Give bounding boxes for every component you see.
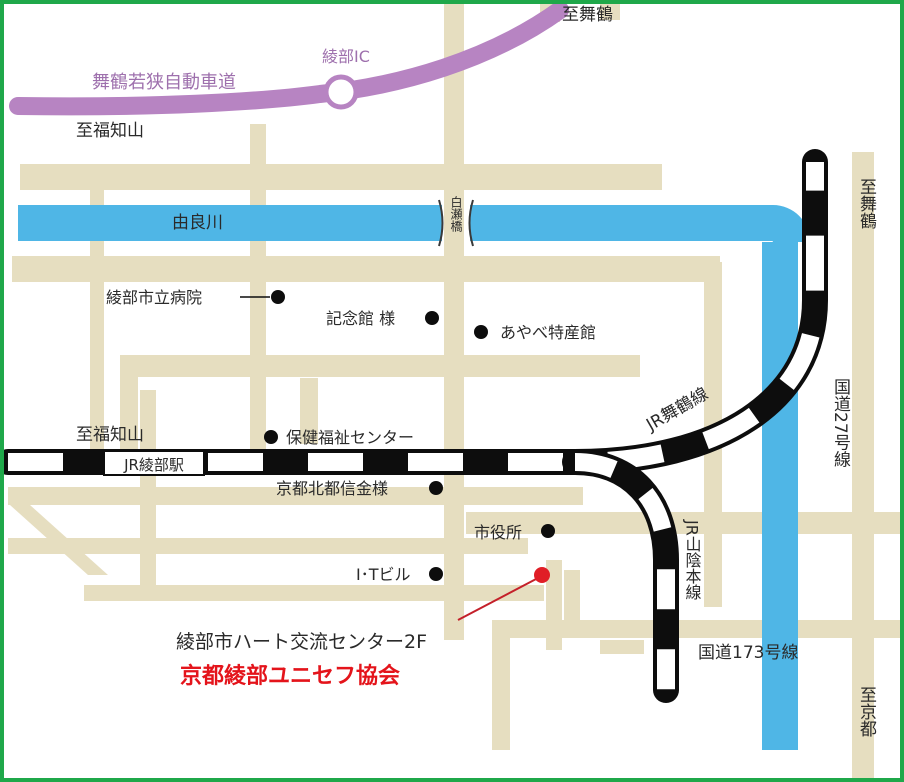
jr-sanin-line-label: JR山陰本線 [683, 519, 702, 600]
expressway-maizuru-wakasa [9, 1, 569, 116]
svg-text:国道27号線: 国道27号線 [830, 378, 851, 468]
expressway-label: 舞鶴若狭自動車道 [92, 72, 236, 93]
svg-text:至舞鶴: 至舞鶴 [856, 178, 877, 229]
road [20, 164, 662, 190]
road [444, 0, 464, 640]
ayabe-ic-label: 綾部IC [322, 47, 370, 66]
landmark-hoken-center: 保健福祉センター [264, 428, 414, 447]
svg-text:市役所: 市役所 [474, 523, 522, 542]
to-fukuchiyama-top-label: 至福知山 [76, 121, 144, 141]
svg-text:白瀬橋: 白瀬橋 [449, 195, 463, 233]
to-maizuru-top-label: 至舞鶴 [562, 5, 613, 25]
to-maizuru-right-label: 至舞鶴 [856, 178, 877, 229]
landmark-city-hall: 市役所 [474, 523, 555, 542]
road [300, 378, 318, 444]
bridge-label: 白瀬橋 [449, 195, 463, 233]
svg-text:至京都: 至京都 [856, 686, 877, 737]
destination-building-label: 綾部市ハート交流センター2F [176, 631, 427, 653]
road [600, 0, 620, 20]
road [12, 256, 720, 282]
landmark-hospital: 綾部市立病院 [106, 288, 285, 307]
svg-text:あやべ特産館: あやべ特産館 [500, 323, 596, 342]
svg-text:JR山陰本線: JR山陰本線 [683, 519, 702, 600]
route173-label-bg [692, 638, 824, 664]
svg-text:I･Tビル: I･Tビル [356, 565, 411, 584]
station-box [103, 450, 205, 476]
svg-text:綾部市立病院: 綾部市立病院 [106, 288, 202, 307]
landmark-bank: 京都北都信金様 [276, 479, 443, 498]
river-label: 由良川 [172, 213, 223, 233]
road [492, 620, 510, 750]
road [250, 124, 266, 454]
ayabe-ic-interchange [323, 74, 359, 110]
road [600, 640, 644, 654]
svg-text:記念館 様: 記念館 様 [326, 309, 395, 328]
to-fukuchiyama-mid-label: 至福知山 [76, 425, 144, 445]
route27-label: 国道27号線 [830, 378, 851, 468]
road [8, 538, 528, 554]
road [564, 570, 580, 630]
station-label: JR綾部駅 [123, 456, 184, 474]
destination-organization-label: 京都綾部ユニセフ協会 [180, 663, 400, 689]
route173-label: 国道173号線 [698, 643, 798, 663]
white-clearing [470, 282, 696, 354]
road [90, 180, 104, 450]
destination-marker [457, 567, 550, 621]
road [508, 620, 904, 638]
road [120, 355, 138, 455]
svg-text:保健福祉センター: 保健福祉センター [286, 428, 414, 447]
landmark-it-building: I･Tビル [356, 565, 443, 584]
road [120, 355, 640, 377]
landmark-ayabe-shop: あやべ特産館 [474, 323, 596, 342]
landmark-kinenkan: 記念館 様 [326, 309, 439, 328]
yura-river [18, 205, 810, 750]
to-kyoto-label: 至京都 [856, 686, 877, 737]
svg-text:京都北都信金様: 京都北都信金様 [276, 479, 388, 498]
road [84, 585, 544, 601]
shirase-bridge [438, 199, 474, 247]
road [10, 505, 108, 575]
railways [0, 149, 828, 703]
